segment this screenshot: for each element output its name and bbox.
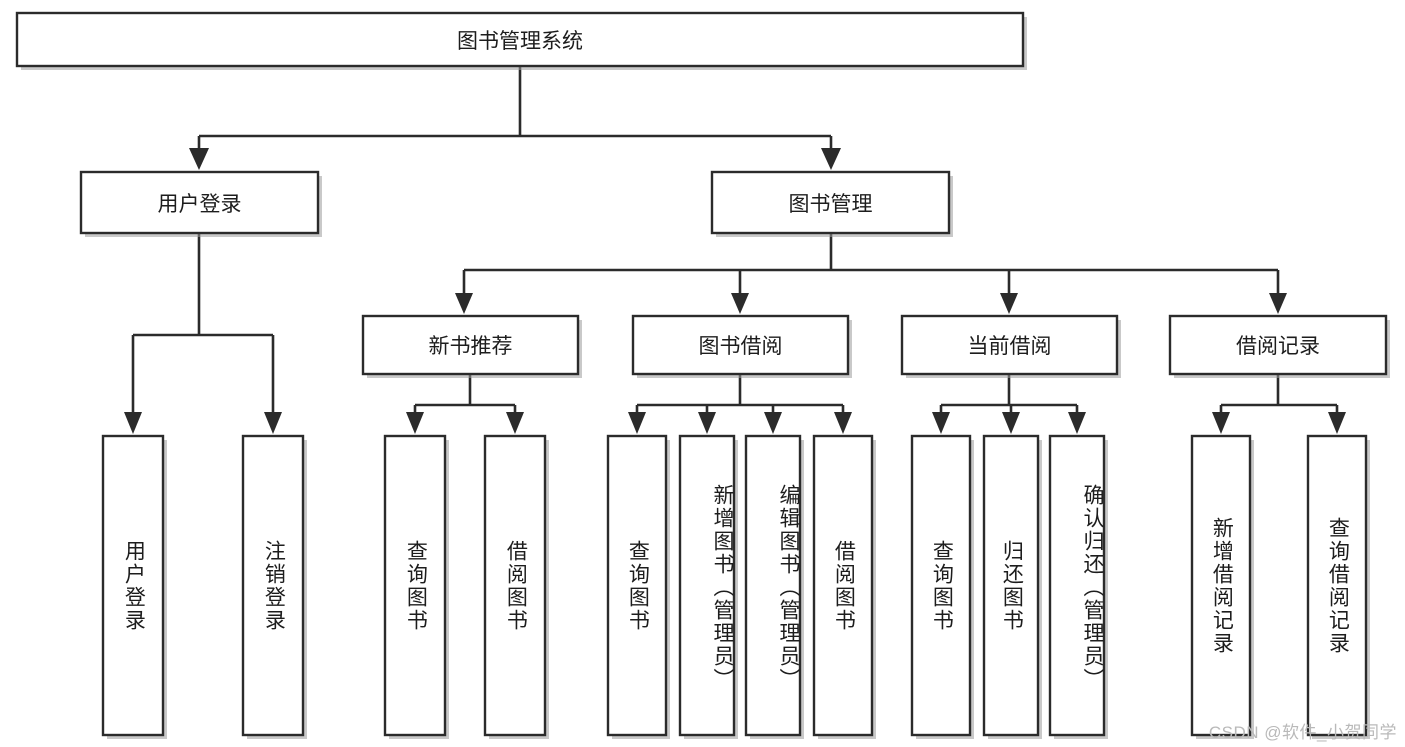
node-box-leaf-logout[interactable] [241,434,305,737]
connectors-new-book-recommend-to-leaves [406,374,524,434]
arrowhead-leaf-logout [264,412,282,434]
node-box-leaf-add-book[interactable] [678,434,736,737]
connectors-current-borrow-to-leaves [932,374,1086,434]
connectors-book-manage-to-level3 [455,233,1287,314]
connectors-user-login-to-leaves [124,233,282,434]
arrowhead-leaf-query-book-1 [406,412,424,434]
connectors-root-to-level2 [189,66,841,170]
node-box-user-login[interactable] [79,170,320,235]
node-box-new-book-recommend[interactable] [361,314,580,376]
node-box-leaf-query-record[interactable] [1306,434,1368,737]
arrowhead-user-login [189,148,209,170]
node-box-current-borrow[interactable] [900,314,1119,376]
node-box-leaf-query-book-2[interactable] [606,434,668,737]
node-boxes [15,11,1390,739]
arrowhead-borrow-record [1269,293,1287,314]
connectors-book-borrow-to-leaves [628,374,852,434]
arrowhead-leaf-add-record [1212,412,1230,434]
node-box-leaf-confirm-return[interactable] [1048,434,1106,737]
arrowhead-new-book-recommend [455,293,473,314]
node-box-leaf-borrow-book-2[interactable] [812,434,874,737]
connectors-borrow-record-to-leaves [1212,374,1346,434]
node-box-leaf-query-book-3[interactable] [910,434,972,737]
arrowhead-book-borrow [731,293,749,314]
node-box-leaf-add-record[interactable] [1190,434,1252,737]
node-box-root[interactable] [15,11,1025,68]
node-box-leaf-return-book[interactable] [982,434,1040,737]
node-box-leaf-edit-book[interactable] [744,434,802,737]
arrowhead-leaf-borrow-book-1 [506,412,524,434]
arrowhead-current-borrow [1000,293,1018,314]
arrowhead-leaf-user-login [124,412,142,434]
arrowhead-leaf-return-book [1002,412,1020,434]
node-box-leaf-query-book-1[interactable] [383,434,447,737]
arrowhead-leaf-query-book-3 [932,412,950,434]
node-box-book-manage[interactable] [710,170,951,235]
arrowhead-leaf-edit-book [764,412,782,434]
arrowhead-leaf-borrow-book-2 [834,412,852,434]
node-box-book-borrow[interactable] [631,314,850,376]
csdn-watermark: CSDN @软件_小贺同学 [1208,723,1397,742]
node-box-leaf-user-login[interactable] [101,434,165,737]
arrowhead-leaf-add-book [698,412,716,434]
node-box-leaf-borrow-book-1[interactable] [483,434,547,737]
arrowhead-leaf-query-book-2 [628,412,646,434]
arrowhead-book-manage [821,148,841,170]
arrowhead-leaf-confirm-return [1068,412,1086,434]
arrowhead-leaf-query-record [1328,412,1346,434]
node-box-borrow-record[interactable] [1168,314,1388,376]
